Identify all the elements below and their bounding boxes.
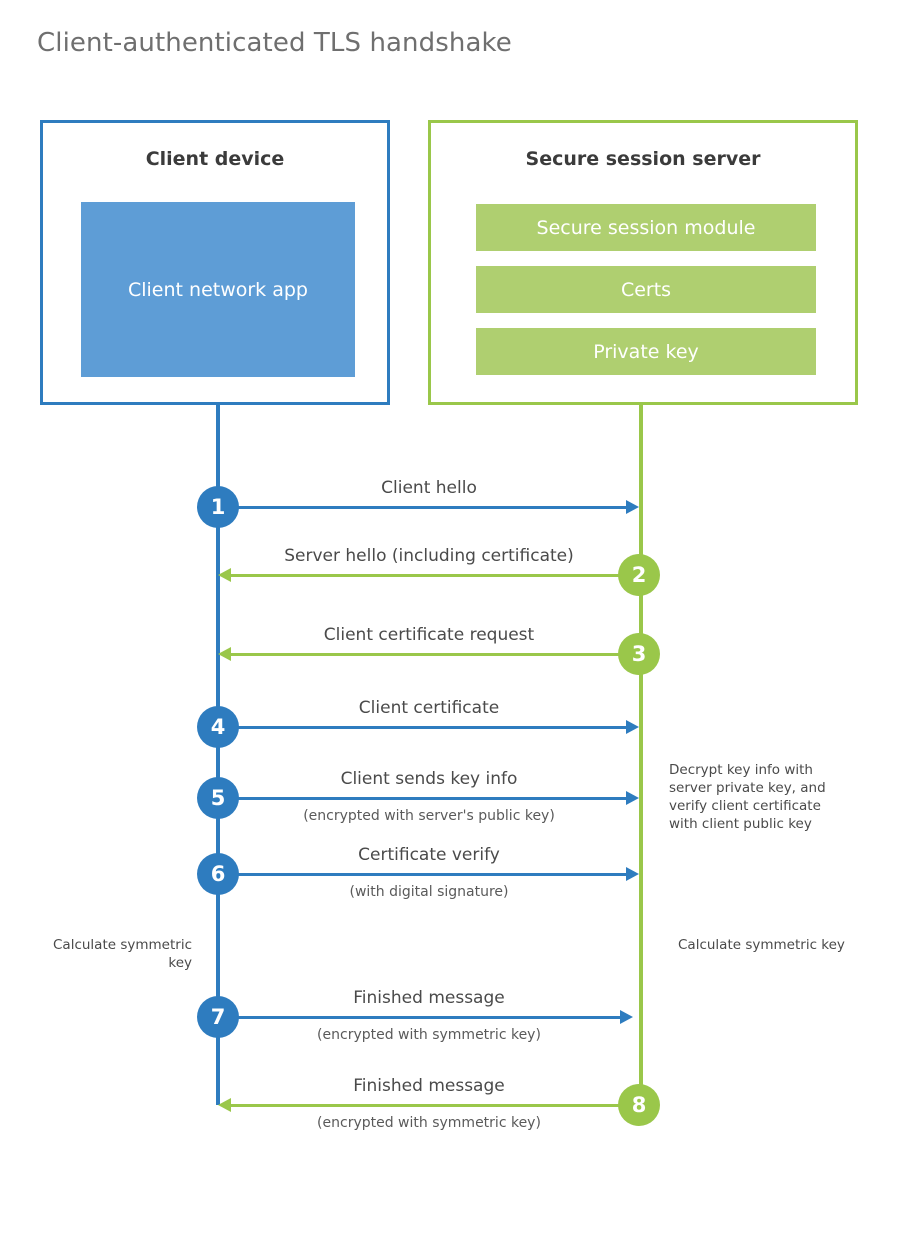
step-2-label: Server hello (including certificate) xyxy=(284,546,574,566)
step-6-label: Certificate verify xyxy=(358,845,500,865)
step-4-number-badge: 4 xyxy=(197,706,239,748)
step-8-arrow-shaft xyxy=(231,1104,641,1107)
step-2-arrow-head-icon xyxy=(218,568,231,582)
step-6-arrow-shaft xyxy=(218,873,626,876)
step-5-arrow-shaft xyxy=(218,797,626,800)
step-5-sublabel: (encrypted with server's public key) xyxy=(303,808,555,824)
server-component-private-key: Private key xyxy=(476,328,816,375)
step-2-arrow-shaft xyxy=(231,574,641,577)
client-network-app-block: Client network app xyxy=(81,202,355,377)
server-component-certs: Certs xyxy=(476,266,816,313)
step-4-arrow-head-icon xyxy=(626,720,639,734)
client-device-box: Client device Client network app xyxy=(40,120,390,405)
note-server-decrypt-key-info: Decrypt key info with server private key… xyxy=(669,762,826,832)
step-8-label: Finished message xyxy=(353,1076,505,1096)
step-2-number-badge: 2 xyxy=(618,554,660,596)
step-7-sublabel: (encrypted with symmetric key) xyxy=(317,1027,541,1043)
step-6-arrow-head-icon xyxy=(626,867,639,881)
step-7-arrow-head-icon xyxy=(620,1010,633,1024)
step-7-number-badge: 7 xyxy=(197,996,239,1038)
step-4-arrow-shaft xyxy=(218,726,626,729)
step-5-arrow-head-icon xyxy=(626,791,639,805)
step-3-arrow-shaft xyxy=(231,653,641,656)
step-1-number-badge: 1 xyxy=(197,486,239,528)
secure-session-server-title: Secure session server xyxy=(525,148,761,170)
step-7-arrow-shaft xyxy=(218,1016,620,1019)
step-6-number-badge: 6 xyxy=(197,853,239,895)
server-component-secure-session-module: Secure session module xyxy=(476,204,816,251)
step-5-label: Client sends key info xyxy=(340,769,518,789)
step-6-sublabel: (with digital signature) xyxy=(349,884,509,900)
step-3-label: Client certificate request xyxy=(323,625,535,645)
step-8-number-badge: 8 xyxy=(618,1084,660,1126)
step-4-label: Client certificate xyxy=(358,698,500,718)
step-1-label: Client hello xyxy=(381,478,477,498)
server-lifeline xyxy=(639,405,643,1105)
secure-session-server-box: Secure session server Secure session mod… xyxy=(428,120,858,405)
page-title: Client-authenticated TLS handshake xyxy=(37,28,512,58)
client-device-title: Client device xyxy=(145,148,285,170)
step-3-number-badge: 3 xyxy=(618,633,660,675)
note-server-calculate-symmetric-key: Calculate symmetric key xyxy=(678,937,845,953)
step-1-arrow-shaft xyxy=(218,506,626,509)
step-5-number-badge: 5 xyxy=(197,777,239,819)
note-client-calculate-symmetric-key: Calculate symmetric key xyxy=(53,937,192,971)
step-7-label: Finished message xyxy=(353,988,505,1008)
step-1-arrow-head-icon xyxy=(626,500,639,514)
client-lifeline xyxy=(216,405,220,1105)
step-8-arrow-head-icon xyxy=(218,1098,231,1112)
step-8-sublabel: (encrypted with symmetric key) xyxy=(317,1115,541,1131)
step-3-arrow-head-icon xyxy=(218,647,231,661)
